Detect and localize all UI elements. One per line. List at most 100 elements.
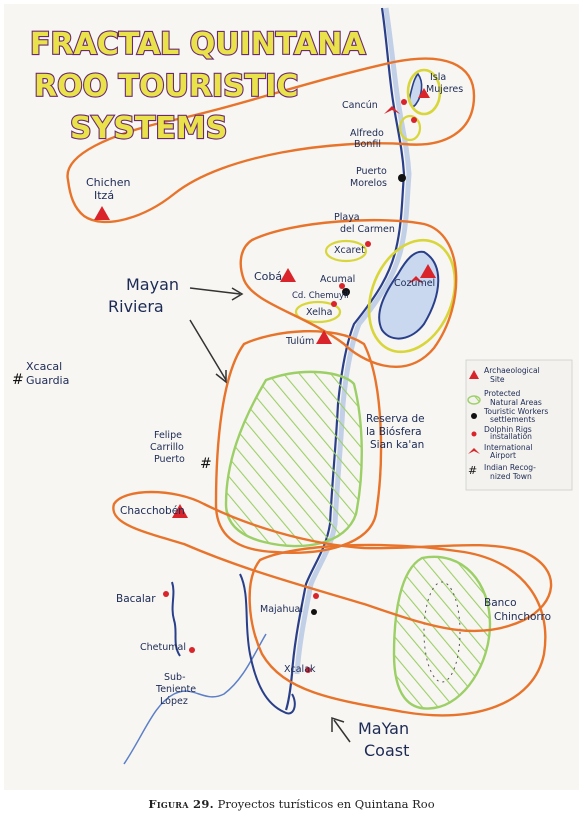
riviera-arrow-down-head	[215, 370, 227, 384]
cancun-airport-icon	[384, 106, 400, 114]
mayan-coast-label: MaYan	[358, 719, 409, 738]
sian-kaan-reserve	[224, 370, 363, 548]
label-puerto-morelos-2: Morelos	[350, 178, 387, 189]
mayan-riviera-label: Mayan	[126, 275, 179, 294]
dolphin-installation-icon	[401, 99, 407, 105]
banco-chinchorro-reef	[423, 581, 461, 683]
label-playa-del-carmen: Playa	[334, 212, 360, 223]
dolphin-installation-icon	[163, 591, 169, 597]
caption-label: Figura 29.	[148, 797, 214, 811]
label-isla-mujeres: Isla	[430, 72, 446, 83]
drawing-sheet: FRACTAL QUINTANA ROO TOURISTIC SYSTEMS #…	[4, 4, 579, 790]
legend-item-label: installation	[490, 432, 532, 441]
label-reserva: Reserva de	[366, 413, 425, 425]
protected-area-icon	[467, 395, 481, 405]
chacchoben-site-icon	[172, 504, 188, 518]
label-felipe-carrillo-3: Puerto	[154, 454, 185, 465]
label-chetumal: Chetumal	[140, 642, 186, 653]
legend-item-label: Natural Areas	[490, 398, 542, 407]
mayan-coast-label-2: Coast	[364, 741, 409, 760]
cozumel-ring	[367, 238, 457, 354]
label-reserva-3: Sian ka'an	[370, 439, 424, 451]
coast-arrow-head	[331, 716, 345, 732]
coastline-shade	[294, 7, 412, 675]
workers-settlement-icon	[342, 288, 350, 296]
isla-mujeres-ring	[406, 68, 442, 116]
label-cancun: Cancún	[342, 100, 378, 111]
felipe-indian-town-icon: #	[200, 456, 212, 472]
cozumel-island	[378, 250, 440, 340]
label-felipe-carrillo-2: Carrillo	[150, 442, 184, 453]
dolphin-installation-icon	[189, 647, 195, 653]
legend-item-label: Touristic Workers	[483, 407, 548, 416]
cozumel-site-icon	[420, 264, 436, 278]
label-reserva-2: la Biósfera	[366, 426, 422, 438]
label-tulum: Tulúm	[285, 336, 314, 347]
label-felipe-carrillo: Felipe	[154, 430, 182, 441]
sian-kaan-system-outline	[214, 330, 383, 554]
legend-item-label: International	[484, 443, 532, 452]
label-bacalar: Bacalar	[116, 593, 156, 605]
legend-item-label: Indian Recog-	[484, 463, 536, 472]
banco-chinchorro-area	[392, 555, 492, 710]
map-title-line-3: SYSTEMS	[70, 111, 227, 146]
dolphin-installation-icon	[331, 301, 337, 307]
label-akumal: Acumal	[320, 274, 355, 285]
riviera-arrow-right-head	[231, 287, 244, 301]
label-subteniente-2: Teniente	[155, 684, 196, 695]
map-title-line-2: ROO TOURISTIC	[34, 69, 298, 104]
label-xcalak: Xcalak	[284, 664, 316, 675]
airport-icon	[468, 448, 480, 454]
dolphin-installation-icon	[313, 593, 319, 599]
workers-settlement-icon	[398, 174, 406, 182]
mayan-riviera-label-2: Riviera	[108, 297, 164, 316]
label-alfredo-bonfil: Alfredo	[350, 128, 384, 139]
chetumal-bay	[239, 573, 296, 715]
legend-box	[465, 359, 573, 491]
caption-text: Proyectos turísticos en Quintana Roo	[217, 797, 435, 811]
indian-town-icon: #	[468, 464, 477, 477]
label-banco-chinchorro-2: Chinchorro	[494, 611, 551, 623]
label-coba: Cobá	[254, 270, 282, 283]
legend-item-label: Archaeological	[484, 366, 540, 375]
isla-mujeres-site-icon	[418, 88, 430, 98]
label-mahahual: Majahual	[260, 604, 303, 615]
legend-item-label: Dolphin Rigs	[484, 425, 532, 434]
bacalar-lagoon	[171, 581, 181, 657]
alfredo-bonfil-ring	[398, 114, 422, 142]
xcacal-indian-town-icon: #	[12, 372, 24, 388]
label-isla-mujeres-2: Mujeres	[426, 84, 463, 95]
workers-settlement-icon	[471, 413, 477, 419]
coast-arrow	[333, 719, 351, 743]
dolphin-installation-icon	[411, 117, 417, 123]
label-cozumel: Cozumel	[394, 278, 435, 289]
map-title-line-1: FRACTAL QUINTANA	[30, 27, 366, 62]
dolphin-installation-icon	[471, 431, 477, 437]
label-xcaret: Xcaret	[334, 245, 365, 256]
label-banco-chinchorro: Banco	[484, 597, 517, 609]
hondo-river	[123, 633, 267, 765]
label-subteniente-3: López	[160, 696, 188, 707]
riviera-arrow-down	[189, 319, 227, 381]
label-xcacal: Xcacal	[26, 360, 62, 373]
label-xcacal-2: Guardia	[26, 374, 69, 387]
riviera-arrow-right	[189, 287, 241, 295]
label-xelha: Xelha	[306, 307, 332, 318]
xcaret-ring	[324, 239, 368, 263]
label-subteniente: Sub-	[164, 672, 186, 683]
tulum-site-icon	[316, 330, 332, 344]
dolphin-installation-icon	[339, 283, 345, 289]
workers-settlement-icon	[311, 609, 317, 615]
dolphin-installation-icon	[305, 667, 311, 673]
chacchoben-system-outline	[112, 490, 553, 633]
legend-item-label: Site	[490, 375, 505, 384]
coastline	[284, 7, 406, 711]
legend-item-label: nized Town	[490, 472, 532, 481]
label-alfredo-bonfil-2: Bonfil	[354, 139, 381, 150]
legend-item-label: settlements	[490, 415, 535, 424]
label-playa-del-carmen-2: del Carmen	[340, 224, 395, 235]
cancun-system-outline	[66, 57, 476, 224]
label-chacchoben: Chacchobén	[120, 505, 185, 517]
xelha-ring	[294, 300, 342, 324]
